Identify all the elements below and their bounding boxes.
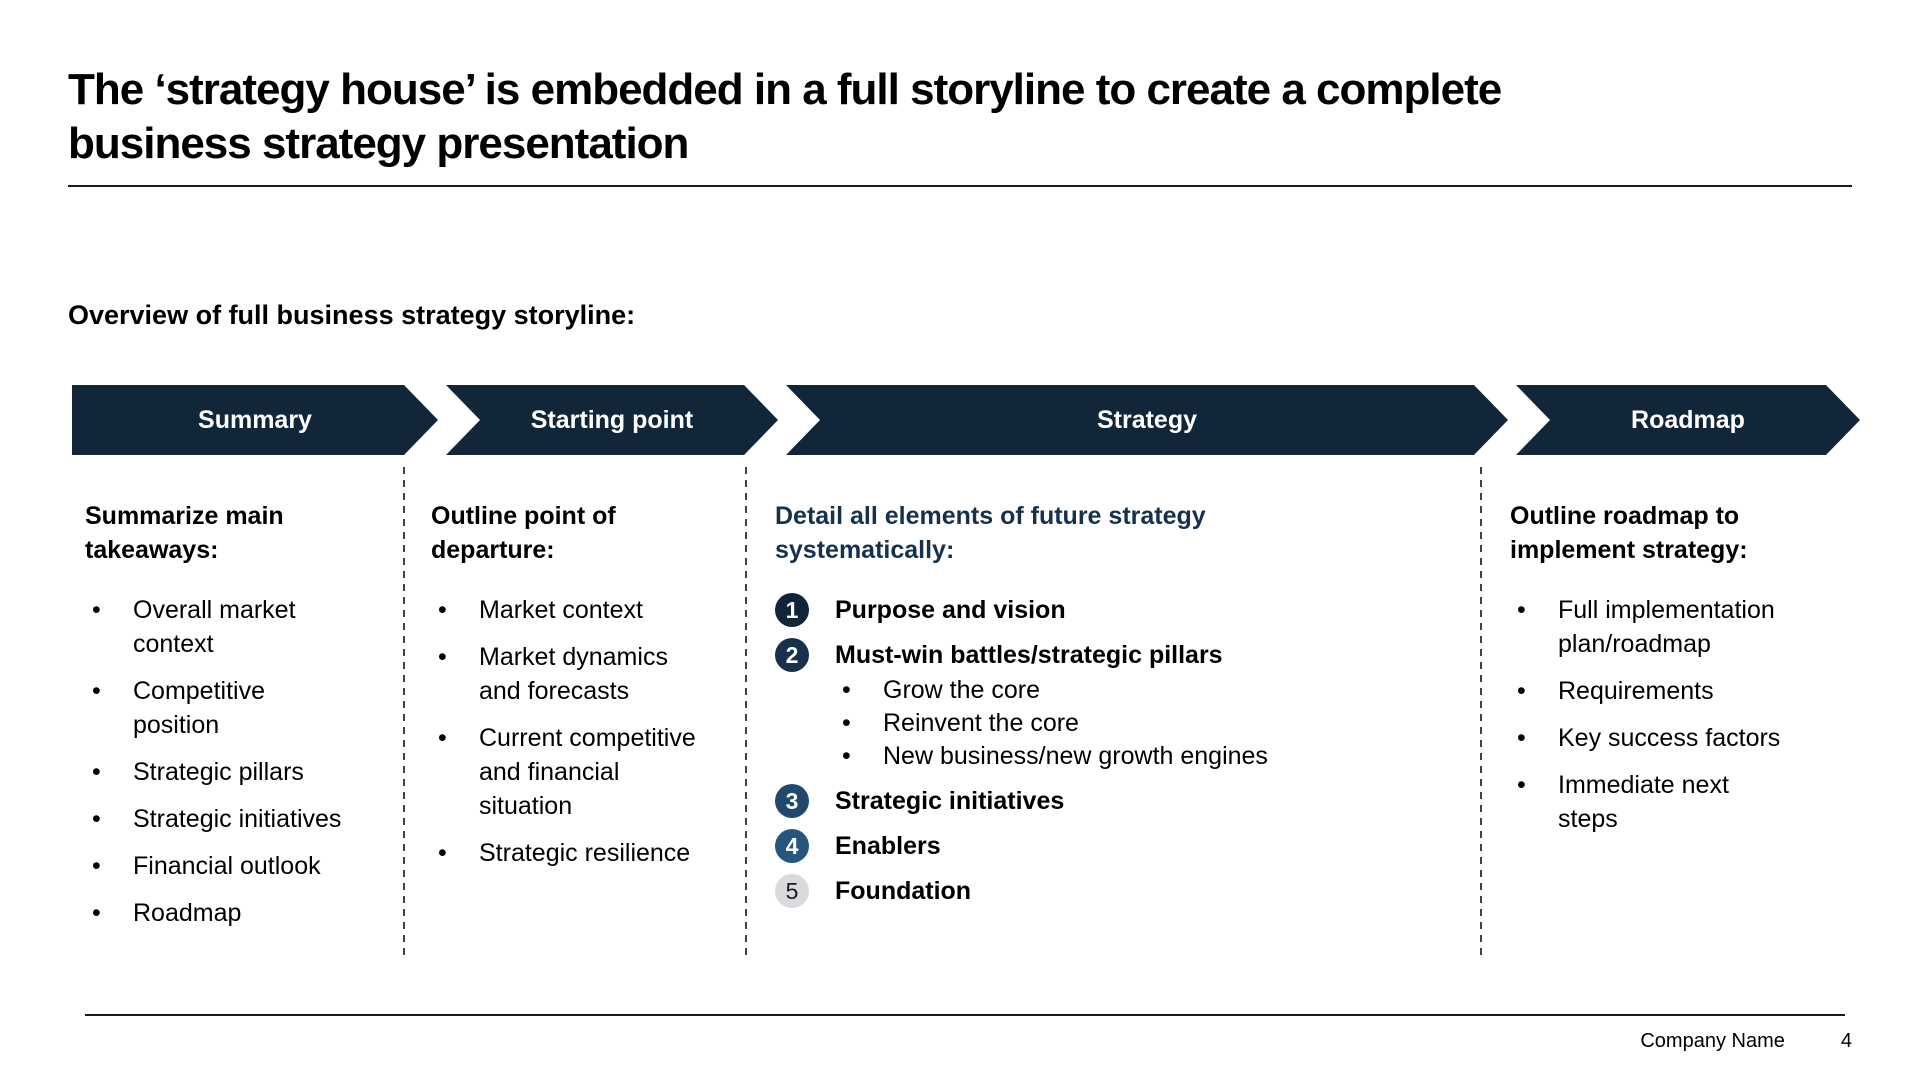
strategy-item-1: 1 Purpose and vision bbox=[775, 593, 1460, 627]
storyline-columns: Summarize main takeaways: Overall market… bbox=[68, 467, 1860, 959]
strategy-numbered-list: 1 Purpose and vision 2 Must-win battles/… bbox=[775, 593, 1460, 908]
sub-bullet-item: Grow the core bbox=[835, 674, 1268, 707]
column-strategy-heading: Detail all elements of future strategy s… bbox=[775, 502, 1206, 564]
banner-roadmap: Roadmap bbox=[1516, 385, 1860, 455]
bullet-item: Overall market context bbox=[85, 593, 399, 661]
bullet-item: Key success factors bbox=[1510, 721, 1860, 755]
step-5-badge: 5 bbox=[775, 874, 809, 908]
banner-starting-point: Starting point bbox=[446, 385, 778, 455]
column-roadmap-heading: Outline roadmap to implement strategy: bbox=[1510, 502, 1748, 564]
step-3-badge: 3 bbox=[775, 784, 809, 818]
bullet-item: Market dynamics and forecasts bbox=[431, 640, 735, 708]
column-roadmap: Outline roadmap to implement strategy: F… bbox=[1480, 467, 1860, 959]
strategy-item-2-sub-bullets: Grow the core Reinvent the core New busi… bbox=[835, 674, 1268, 773]
strategy-item-label: Must-win battles/strategic pillars bbox=[835, 641, 1223, 669]
strategy-item-label: Purpose and vision bbox=[835, 596, 1066, 624]
strategy-item-2: 2 Must-win battles/strategic pillars Gro… bbox=[775, 638, 1460, 773]
column-roadmap-bullets: Full implementation plan/roadmap Require… bbox=[1510, 593, 1860, 836]
bullet-item: Strategic pillars bbox=[85, 755, 399, 789]
step-1-badge: 1 bbox=[775, 593, 809, 627]
step-4-badge: 4 bbox=[775, 829, 809, 863]
bullet-item: Financial outlook bbox=[85, 849, 399, 883]
banner-summary: Summary bbox=[72, 385, 438, 455]
strategy-item-label: Strategic initiatives bbox=[835, 787, 1065, 815]
column-summary-bullets: Overall market context Competitive posit… bbox=[85, 593, 399, 930]
sub-bullet-item: New business/new growth engines bbox=[835, 740, 1268, 773]
title-divider bbox=[68, 185, 1852, 187]
strategy-item-label: Foundation bbox=[835, 877, 972, 905]
bullet-item: Current competitive and financial situat… bbox=[431, 721, 735, 823]
overview-label: Overview of full business strategy story… bbox=[68, 300, 636, 330]
slide-title: The ‘strategy house’ is embedded in a fu… bbox=[68, 65, 1502, 169]
bullet-item: Roadmap bbox=[85, 896, 399, 930]
footer-company-name: Company Name bbox=[1640, 1030, 1785, 1052]
strategy-item-4: 4 Enablers bbox=[775, 829, 1460, 863]
column-summary-heading: Summarize main takeaways: bbox=[85, 502, 284, 564]
sub-bullet-item: Reinvent the core bbox=[835, 707, 1268, 740]
bullet-item: Immediate next steps bbox=[1510, 768, 1860, 836]
column-strategy: Detail all elements of future strategy s… bbox=[745, 467, 1480, 959]
step-2-badge: 2 bbox=[775, 638, 809, 672]
footer-page-number: 4 bbox=[1840, 1030, 1852, 1052]
footer-divider bbox=[85, 1014, 1845, 1016]
bullet-item: Market context bbox=[431, 593, 735, 627]
footer: Company Name 4 bbox=[1640, 1030, 1852, 1053]
column-starting-point: Outline point of departure: Market conte… bbox=[403, 467, 745, 959]
strategy-item-3: 3 Strategic initiatives bbox=[775, 784, 1460, 818]
strategy-item-5: 5 Foundation bbox=[775, 874, 1460, 908]
column-summary: Summarize main takeaways: Overall market… bbox=[68, 467, 403, 959]
column-starting-point-heading: Outline point of departure: bbox=[431, 502, 616, 564]
bullet-item: Competitive position bbox=[85, 674, 399, 742]
bullet-item: Full implementation plan/roadmap bbox=[1510, 593, 1860, 661]
bullet-item: Requirements bbox=[1510, 674, 1860, 708]
bullet-item: Strategic initiatives bbox=[85, 802, 399, 836]
storyline-banner-row: Summary Starting point Strategy Roadmap bbox=[72, 385, 1860, 455]
bullet-item: Strategic resilience bbox=[431, 836, 735, 870]
strategy-item-label: Enablers bbox=[835, 832, 941, 860]
banner-strategy: Strategy bbox=[786, 385, 1508, 455]
column-starting-point-bullets: Market context Market dynamics and forec… bbox=[431, 593, 735, 870]
